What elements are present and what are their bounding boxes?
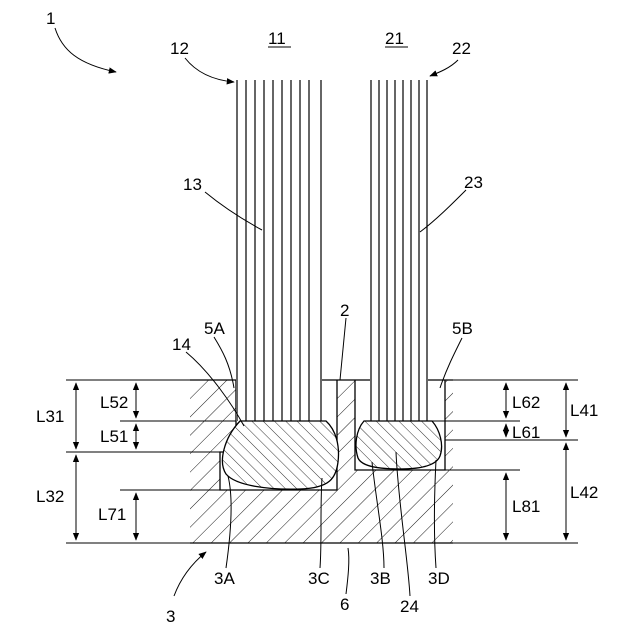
label-cable2-arrow: 22 — [452, 39, 471, 58]
label-slot-b: 5B — [452, 319, 473, 338]
cable2-wires — [370, 80, 428, 421]
label-recess-b: 3B — [370, 569, 391, 588]
label-cable1-arrow: 12 — [170, 39, 189, 58]
label-cable2: 21 — [385, 29, 404, 48]
label-assembly: 1 — [46, 9, 55, 28]
label-bottom: 6 — [340, 595, 349, 614]
dim-L31: L31 — [36, 407, 64, 426]
label-cable1-wires: 13 — [183, 175, 202, 194]
dim-L52: L52 — [100, 393, 128, 412]
dim-L51: L51 — [100, 427, 128, 446]
dim-L81: L81 — [512, 497, 540, 516]
label-corner-c: 3C — [308, 569, 330, 588]
label-corner-d: 3D — [428, 569, 450, 588]
label-substrate: 3 — [166, 607, 175, 626]
dim-L42: L42 — [570, 483, 598, 502]
label-cable1: 11 — [268, 29, 286, 48]
label-cable2-wires: 23 — [464, 173, 483, 192]
dim-L41: L41 — [570, 401, 598, 420]
dim-L71: L71 — [98, 505, 126, 524]
label-recess-a: 3A — [214, 569, 235, 588]
dim-L62: L62 — [512, 393, 540, 412]
label-cable2-weld: 24 — [400, 597, 419, 616]
label-base: 2 — [340, 301, 349, 320]
dim-L32: L32 — [36, 487, 64, 506]
label-cable1-weld: 14 — [172, 335, 191, 354]
label-slot-a: 5A — [204, 319, 225, 338]
cable1-wires — [236, 80, 322, 421]
dim-L61: L61 — [512, 423, 540, 442]
